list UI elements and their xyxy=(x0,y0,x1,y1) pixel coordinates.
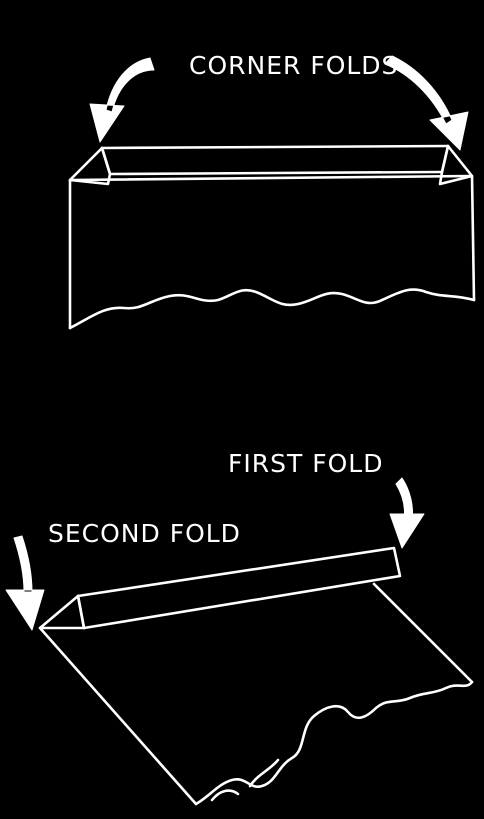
corner-folded-sheet xyxy=(68,144,476,330)
first-fold-arrow xyxy=(389,477,425,549)
corner-folds-figure: CORNER FOLDS xyxy=(68,51,476,330)
right-corner-arrow xyxy=(384,55,469,151)
corner-folds-label: CORNER FOLDS xyxy=(189,51,398,80)
first-fold-label: FIRST FOLD xyxy=(228,449,383,478)
second-fold-label: SECOND FOLD xyxy=(48,519,241,548)
left-corner-arrow xyxy=(89,57,155,143)
second-fold-arrow xyxy=(5,535,45,631)
folds-figure: FIRST FOLD SECOND FOLD xyxy=(5,449,474,806)
folded-sheet xyxy=(38,546,474,806)
